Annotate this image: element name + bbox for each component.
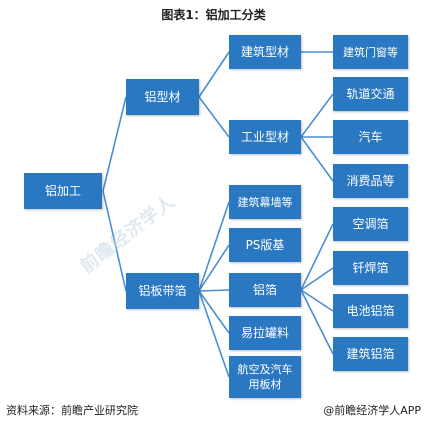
node-consumer-goods: 消费品等	[333, 164, 408, 198]
node-aero-auto-sheet: 航空及汽车 用板材	[229, 356, 301, 398]
node-aluminum-foil: 铝箔	[229, 273, 301, 307]
node-door-window: 建筑门窗等	[333, 35, 408, 69]
chart-title: 图表1：铝加工分类	[161, 8, 266, 22]
node-rail-transit: 轨道交通	[333, 77, 408, 111]
node-building-profile: 建筑型材	[229, 35, 301, 69]
source-note: 资料来源：前瞻产业研究院	[6, 404, 138, 417]
node-building-foil: 建筑铝箔	[333, 337, 408, 371]
node-battery-foil: 电池铝箔	[333, 294, 408, 328]
node-aluminum-sheet-strip-foil: 铝板带箔	[126, 273, 199, 309]
brand-credit: @前瞻经济学人APP	[323, 404, 421, 417]
node-solder-foil: 钎焊箔	[333, 251, 408, 285]
node-aluminum-processing: 铝加工	[24, 173, 102, 209]
node-ac-foil: 空调箔	[333, 207, 408, 241]
node-ps-plate: PS版基	[229, 228, 301, 262]
node-industrial-profile: 工业型材	[229, 120, 301, 154]
node-can-stock: 易拉罐料	[229, 316, 301, 350]
node-aluminum-profile: 铝型材	[126, 79, 199, 115]
node-automobile: 汽车	[333, 120, 408, 154]
node-curtain-wall: 建筑幕墙等	[229, 185, 301, 219]
